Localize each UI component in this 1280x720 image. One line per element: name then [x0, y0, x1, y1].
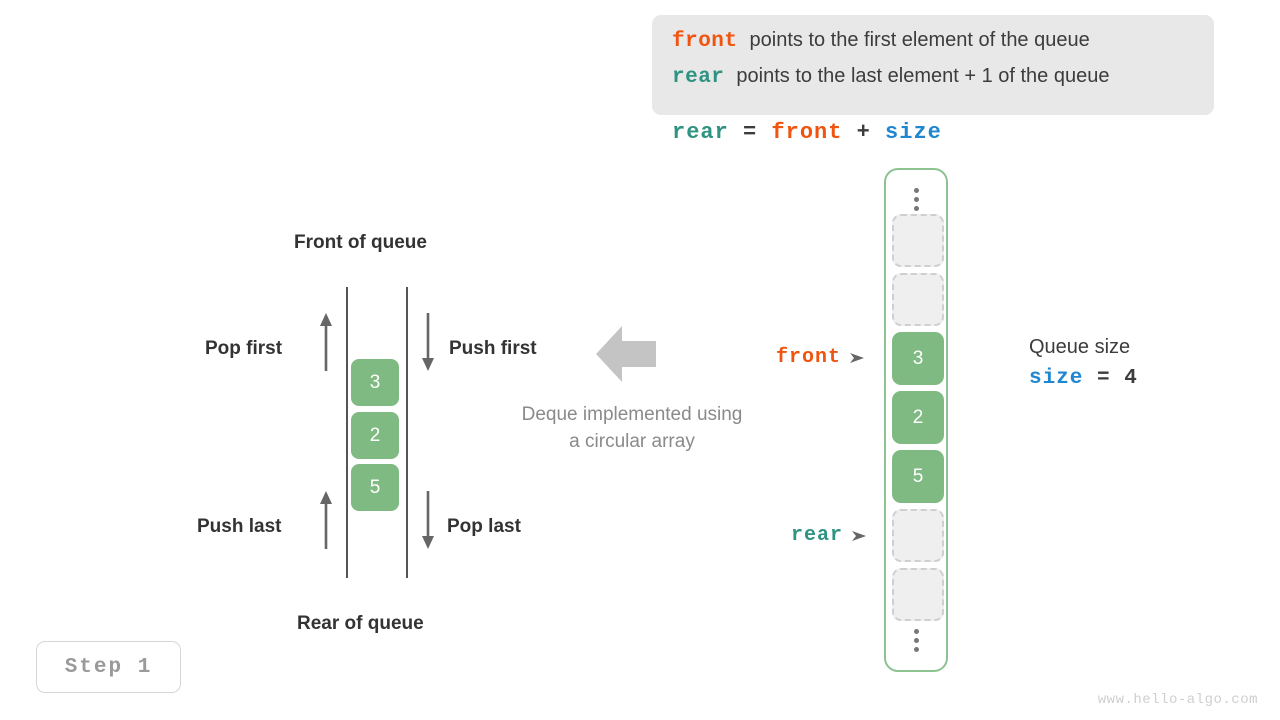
rear-of-queue-label: Rear of queue	[297, 613, 424, 634]
legend-text-rear: points to the last element + 1 of the qu…	[736, 65, 1110, 87]
queue-size-value: size = 4	[1029, 367, 1138, 390]
pointer-front: front	[776, 346, 865, 369]
legend-line-rear: rear points to the last element + 1 of t…	[672, 65, 1194, 101]
pop-first-label: Pop first	[205, 338, 283, 359]
legend-box: front points to the first element of the…	[652, 15, 1214, 115]
formula-token-size: size	[885, 120, 942, 145]
legend-line-front: front points to the first element of the…	[672, 29, 1194, 65]
step-badge: Step 1	[36, 641, 181, 693]
ellipsis-bottom-icon	[886, 629, 946, 652]
formula-token-front: front	[771, 120, 843, 145]
pointer-rear: rear	[791, 524, 867, 547]
queue-size-title: Queue size	[1029, 336, 1131, 358]
pointer-rear-label: rear	[791, 524, 844, 547]
arrow-down-pop-last-icon	[422, 491, 434, 549]
pointer-front-label: front	[776, 346, 842, 369]
array-slot: 3	[892, 332, 944, 385]
arrow-left-big-icon	[596, 326, 656, 382]
formula-token-plus: +	[856, 120, 871, 145]
watermark: www.hello-algo.com	[1097, 692, 1258, 708]
formula-token-equals: =	[743, 120, 758, 145]
push-last-label: Push last	[197, 516, 282, 537]
legend-text-front: points to the first element of the queue	[749, 29, 1090, 51]
deque-left-rail	[346, 287, 348, 578]
array-slot	[892, 509, 944, 562]
arrow-down-push-first-icon	[422, 313, 434, 371]
center-caption-line-2: a circular array	[569, 431, 695, 452]
push-first-label: Push first	[449, 338, 537, 359]
deque-right-rail	[406, 287, 408, 578]
array-slot: 5	[892, 450, 944, 503]
queue-size-keyword: size	[1029, 367, 1084, 390]
queue-size-number: 4	[1124, 367, 1138, 390]
center-caption: Deque implemented using a circular array	[494, 401, 770, 455]
arrow-up-pop-first-icon	[320, 313, 332, 371]
deque-cell: 3	[351, 359, 399, 406]
legend-keyword-front: front	[672, 30, 738, 53]
formula-token-rear: rear	[672, 120, 729, 145]
arrow-up-push-last-icon	[320, 491, 332, 549]
queue-size-block: Queue size size = 4	[1029, 336, 1138, 390]
center-caption-line-1: Deque implemented using	[521, 404, 743, 425]
array-slot	[892, 568, 944, 621]
array-slot	[892, 273, 944, 326]
queue-size-equals: =	[1097, 367, 1111, 390]
formula-rear-equals-front-plus-size: rear = front + size	[672, 120, 942, 145]
deque-cell: 5	[351, 464, 399, 511]
arrow-right-rear-icon	[852, 530, 867, 542]
deque-cell: 2	[351, 412, 399, 459]
array-slot: 2	[892, 391, 944, 444]
arrow-right-front-icon	[850, 352, 865, 364]
circular-array-frame: 3 2 5	[884, 168, 948, 672]
ellipsis-top-icon	[886, 188, 946, 211]
pop-last-label: Pop last	[447, 516, 521, 537]
legend-keyword-rear: rear	[672, 66, 725, 89]
array-slot	[892, 214, 944, 267]
front-of-queue-label: Front of queue	[294, 232, 427, 253]
